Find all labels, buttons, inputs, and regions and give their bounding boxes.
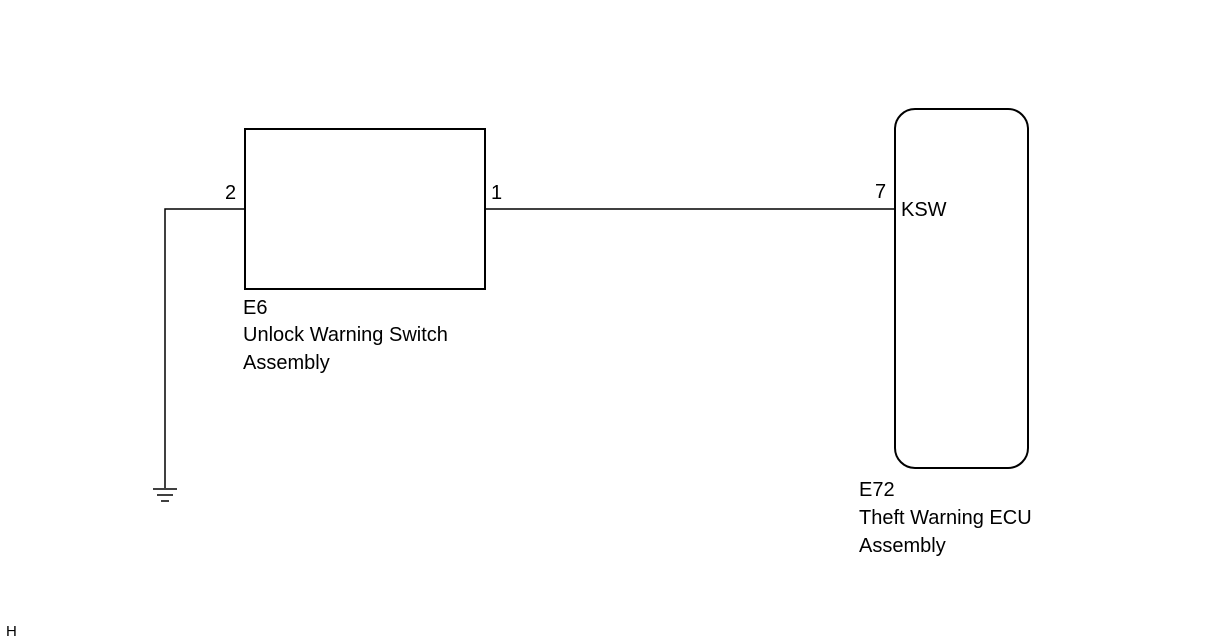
ecu-signal-label: KSW — [901, 199, 947, 221]
ecu-name-line1: Theft Warning ECU — [859, 507, 1032, 529]
corner-mark: H — [6, 623, 17, 640]
switch-name-line1: Unlock Warning Switch — [243, 324, 448, 346]
ground-wire — [164, 208, 245, 488]
ecu-box — [894, 108, 1029, 469]
ecu-name-line2: Assembly — [859, 535, 946, 557]
ecu-pin-label: 7 — [875, 181, 886, 203]
switch-pin-right-label: 1 — [491, 182, 502, 204]
ground-icon — [153, 488, 177, 502]
switch-name-line2: Assembly — [243, 352, 330, 374]
switch-box — [244, 128, 486, 290]
switch-code: E6 — [243, 297, 267, 319]
switch-pin-left-label: 2 — [225, 182, 236, 204]
ecu-code: E72 — [859, 479, 895, 501]
